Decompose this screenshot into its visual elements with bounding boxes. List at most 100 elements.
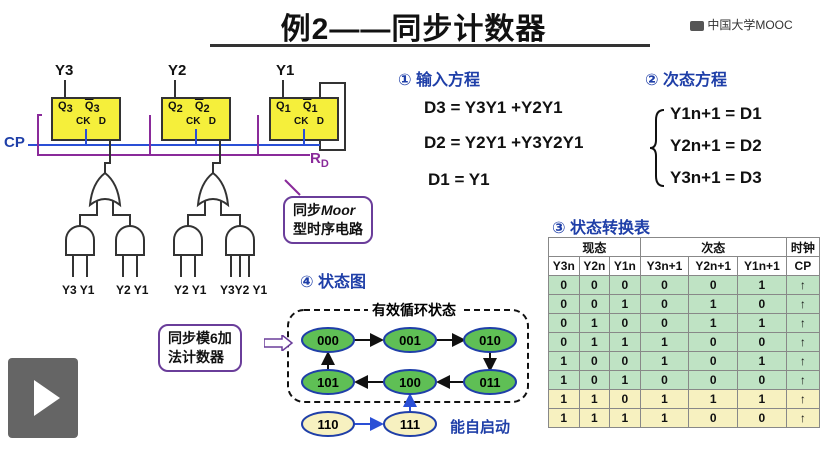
gate3-inputs: Y2 Y1 <box>174 283 207 297</box>
table-cell: 0 <box>609 275 641 295</box>
next-eq-2: Y2n+1 = D2 <box>670 136 762 155</box>
callout-arrow <box>264 335 294 351</box>
table-cell: 0 <box>737 332 787 352</box>
state-node <box>463 369 517 395</box>
table-cell: 0 <box>578 351 611 371</box>
ff3-ck: CK D <box>76 116 107 127</box>
table-cell: 1 <box>578 389 611 409</box>
table-cell: 0 <box>688 275 739 295</box>
col-header: Y2n <box>578 256 611 276</box>
input-eq-heading: ① 输入方程 <box>398 72 480 89</box>
table-cell: ↑ <box>785 351 821 371</box>
ff3-pins: Q3 Q3 <box>58 100 100 116</box>
table-cell: 0 <box>688 351 739 371</box>
table-cell: 1 <box>548 408 580 428</box>
mooc-logo-text: 中国大学MOOC <box>707 18 793 32</box>
state-node <box>463 327 517 353</box>
table-cell: ↑ <box>785 370 821 390</box>
ff-y3-label: Y3 <box>55 62 74 79</box>
or-gate-d2 <box>196 171 230 208</box>
table-cell: 1 <box>737 389 787 409</box>
state-label: 010 <box>479 333 501 348</box>
state-label: 011 <box>480 375 501 390</box>
table-cell: 1 <box>737 313 787 333</box>
brace-icon <box>649 109 665 187</box>
col-header: Y2n+1 <box>688 256 739 276</box>
ff-y1-label: Y1 <box>276 62 295 79</box>
table-cell: 1 <box>737 275 787 295</box>
table-cell: 0 <box>688 370 739 390</box>
col-header: Y1n <box>609 256 641 276</box>
state-node <box>383 327 437 353</box>
group-current: 现态 <box>548 237 641 257</box>
rd-label: RD <box>310 150 329 170</box>
ff2-pins: Q2 Q2 <box>168 100 210 116</box>
mod6-callout: 同步模6加法计数器 <box>158 324 242 372</box>
table-cell: 0 <box>639 275 690 295</box>
gate2-inputs: Y2 Y1 <box>116 283 149 297</box>
state-label: 000 <box>317 333 339 348</box>
table-cell: 0 <box>578 275 611 295</box>
table-cell: 1 <box>688 313 739 333</box>
mooc-logo-icon <box>690 20 704 31</box>
table-cell: ↑ <box>785 408 821 428</box>
table-cell: 1 <box>578 408 611 428</box>
play-button[interactable] <box>8 358 78 438</box>
table-cell: ↑ <box>785 313 821 333</box>
col-header: Y3n+1 <box>639 256 690 276</box>
table-cell: 0 <box>639 370 690 390</box>
table-cell: 0 <box>737 294 787 314</box>
page-title: 例2——同步计数器 <box>280 13 547 46</box>
and-gate-4 <box>225 225 255 256</box>
ff-y2-label: Y2 <box>168 62 187 79</box>
table-cell: 0 <box>688 408 739 428</box>
moore-callout: 同步Moor 型时序电路 <box>283 196 373 244</box>
col-header: Y1n+1 <box>737 256 787 276</box>
eq-d1: D1 = Y1 <box>428 170 490 189</box>
state-table: 现态 次态 时钟 Y3n Y2n Y1n Y3n+1 Y2n+1 Y1n+1 C… <box>548 237 821 428</box>
group-clock: 时钟 <box>785 237 821 257</box>
and-gate-1 <box>65 225 95 256</box>
table-cell: ↑ <box>785 332 821 352</box>
table-cell: 1 <box>688 294 739 314</box>
next-eq-3: Y3n+1 = D3 <box>670 168 762 187</box>
table-cell: 0 <box>548 294 580 314</box>
table-cell: ↑ <box>785 275 821 295</box>
table-cell: 1 <box>639 351 690 371</box>
table-header-row: Y3n Y2n Y1n Y3n+1 Y2n+1 Y1n+1 CP <box>548 256 821 276</box>
title-underline <box>210 44 650 47</box>
table-cell: 0 <box>737 408 787 428</box>
state-label: 111 <box>400 417 420 432</box>
self-start-label: 能自启动 <box>450 419 511 436</box>
eq-d2: D2 = Y2Y1 +Y3Y2Y1 <box>424 133 584 152</box>
ff1-ck: CK D <box>294 116 325 127</box>
table-cell: 0 <box>609 351 641 371</box>
state-label: 101 <box>317 375 339 390</box>
table-cell: 0 <box>578 294 611 314</box>
and-gate-3 <box>173 225 203 256</box>
gate4-inputs: Y3Y2 Y1 <box>220 283 268 297</box>
state-diagram-heading: ④ 状态图 <box>300 274 366 291</box>
table-cell: 0 <box>578 370 611 390</box>
table-cell: 0 <box>609 389 641 409</box>
table-cell: 0 <box>609 313 641 333</box>
table-cell: 0 <box>688 332 739 352</box>
and-gate-2 <box>115 225 145 256</box>
table-cell: 1 <box>578 332 611 352</box>
state-label: 110 <box>318 417 339 432</box>
table-cell: 1 <box>737 351 787 371</box>
table-cell: 1 <box>688 389 739 409</box>
table-cell: 0 <box>639 313 690 333</box>
group-next: 次态 <box>639 237 787 257</box>
col-header: CP <box>785 256 821 276</box>
table-cell: ↑ <box>785 294 821 314</box>
play-icon <box>34 380 60 416</box>
